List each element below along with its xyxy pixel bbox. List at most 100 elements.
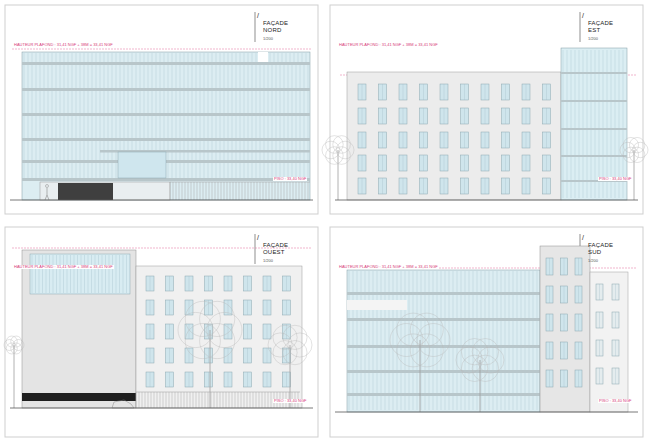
mullion xyxy=(216,53,217,63)
tree-canopy xyxy=(268,333,292,357)
tree-trunk xyxy=(634,150,635,200)
tree-canopy xyxy=(11,336,22,347)
dark-recess xyxy=(22,393,136,401)
mullion xyxy=(599,368,600,384)
mullion xyxy=(441,271,442,410)
fence-bar xyxy=(272,182,273,200)
mullion xyxy=(533,271,534,410)
ground-line xyxy=(335,200,638,201)
mullion xyxy=(204,53,205,63)
mullion xyxy=(150,300,151,315)
floor-band xyxy=(347,370,540,373)
mullion xyxy=(564,258,565,275)
fence-bar xyxy=(223,392,224,408)
mullion xyxy=(278,53,279,63)
fence-bar xyxy=(257,182,258,200)
window xyxy=(596,312,603,328)
fence-bar xyxy=(242,182,243,200)
mullion xyxy=(48,53,49,63)
window xyxy=(461,84,469,100)
mullion xyxy=(105,255,106,293)
fence-bar xyxy=(262,392,263,408)
mullion xyxy=(150,372,151,387)
mullion xyxy=(88,53,89,63)
mullion xyxy=(49,255,50,293)
mullion xyxy=(423,84,424,100)
fence-bar xyxy=(206,182,207,200)
floor-band xyxy=(561,128,627,130)
tree-canopy xyxy=(478,347,504,373)
mullion xyxy=(35,255,36,293)
window xyxy=(612,340,619,356)
tree-canopy xyxy=(273,325,297,349)
mullion xyxy=(403,132,404,148)
mullion xyxy=(244,53,245,63)
fence-bar xyxy=(275,182,276,200)
ground-floor xyxy=(40,182,170,200)
fence-bar xyxy=(266,182,267,200)
floor-band xyxy=(22,62,310,65)
window xyxy=(399,178,407,194)
fence-bar xyxy=(221,182,222,200)
mullion xyxy=(444,178,445,194)
mullion xyxy=(465,271,466,410)
fence-bar xyxy=(247,392,248,408)
window xyxy=(546,314,553,331)
window xyxy=(205,276,213,291)
window xyxy=(440,84,448,100)
floor-band xyxy=(347,318,540,321)
tree-canopy xyxy=(410,313,443,346)
mullion xyxy=(564,286,565,303)
fence-rail xyxy=(136,392,300,393)
fence-bar xyxy=(236,182,237,200)
mullion xyxy=(267,324,268,339)
fence-bar xyxy=(308,182,309,200)
mullion xyxy=(286,372,287,387)
window xyxy=(546,342,553,359)
mullion xyxy=(180,53,181,63)
window xyxy=(546,286,553,303)
fence-bar xyxy=(233,182,234,200)
window xyxy=(358,84,366,100)
window xyxy=(244,372,252,387)
window xyxy=(205,372,213,387)
level-note: PISO : 33,40 NGF xyxy=(598,399,632,403)
window xyxy=(224,372,232,387)
mullion xyxy=(578,342,579,359)
mullion xyxy=(196,53,197,63)
mullion xyxy=(108,53,109,63)
mullion xyxy=(546,108,547,124)
mullion xyxy=(96,53,97,63)
window xyxy=(481,108,489,124)
window xyxy=(420,108,428,124)
mullion xyxy=(526,108,527,124)
mullion xyxy=(485,108,486,124)
mullion xyxy=(67,255,68,293)
window xyxy=(420,84,428,100)
fence-bar xyxy=(305,182,306,200)
mullion xyxy=(425,271,426,410)
mullion xyxy=(294,53,295,63)
mullion xyxy=(247,348,248,363)
mullion xyxy=(361,271,362,410)
fence-bar xyxy=(263,182,264,200)
mullion xyxy=(464,108,465,124)
fence-bar xyxy=(269,182,270,200)
tree-canopy xyxy=(417,324,450,357)
fence-bar xyxy=(172,392,173,408)
mullion xyxy=(189,324,190,339)
mullion xyxy=(267,348,268,363)
window xyxy=(543,84,551,100)
mullion xyxy=(84,53,85,63)
concrete-facade xyxy=(347,72,561,200)
window xyxy=(575,258,582,275)
mullion xyxy=(362,108,363,124)
window xyxy=(461,132,469,148)
window xyxy=(502,132,510,148)
mullion xyxy=(228,53,229,63)
mullion xyxy=(184,53,185,63)
fence-bar xyxy=(200,182,201,200)
mullion xyxy=(270,53,271,63)
fence-bar xyxy=(209,182,210,200)
fence-bar xyxy=(287,182,288,200)
